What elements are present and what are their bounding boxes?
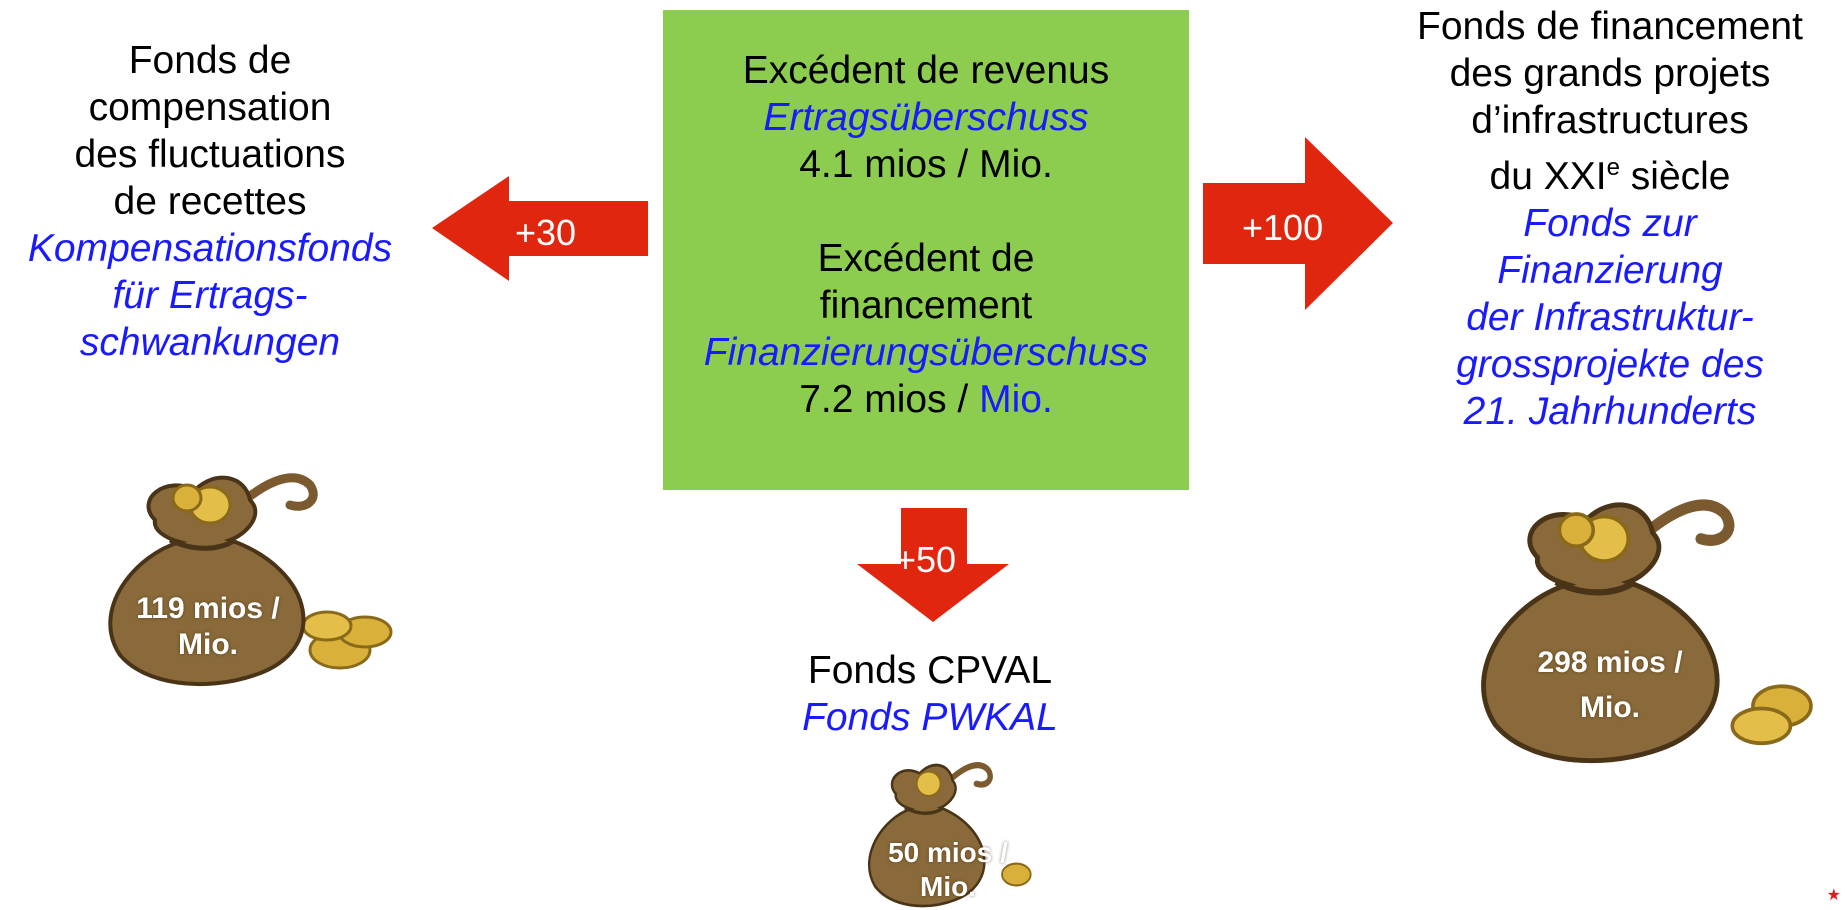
down-arrow-label: +50 bbox=[895, 539, 957, 580]
financing-surplus-de: Finanzierungsüberschuss bbox=[703, 331, 1149, 374]
financing-surplus-amount-unit: Mio. bbox=[979, 378, 1053, 421]
down-arrow-icon bbox=[857, 508, 1009, 622]
right-fund-century-sup: e bbox=[1606, 154, 1620, 181]
bottom-fund-fr: Fonds CPVAL bbox=[807, 649, 1053, 692]
right-fund-de-line: 21. Jahrhunderts bbox=[1463, 390, 1757, 433]
revenue-surplus-fr: Excédent de revenus bbox=[742, 49, 1110, 92]
left-arrow-icon bbox=[432, 176, 648, 281]
bottom-fund-description: Fonds CPVAL Fonds PWKAL bbox=[740, 647, 1120, 741]
revenue-surplus-de: Ertragsüberschuss bbox=[763, 96, 1089, 139]
financing-surplus-fr-2: financement bbox=[819, 284, 1033, 327]
money-bag-icon bbox=[1481, 499, 1813, 764]
left-fund-de-line: schwankungen bbox=[79, 321, 341, 364]
money-bag-icon bbox=[868, 762, 1032, 908]
right-fund-amount: 298 mios / Mio. bbox=[1537, 646, 1683, 724]
financing-surplus-fr-1: Excédent de bbox=[817, 237, 1035, 280]
right-arrow-label: +100 bbox=[1242, 207, 1324, 248]
bottom-fund-amount: 50 mios / Mio. bbox=[888, 837, 1008, 902]
right-fund-description: Fonds de financement des grands projets … bbox=[1375, 3, 1845, 435]
right-fund-century-suffix: siècle bbox=[1619, 155, 1731, 198]
money-bag-icon bbox=[108, 473, 393, 687]
left-fund-fr-line: compensation bbox=[88, 86, 332, 129]
right-fund-fr-line: d’infrastructures bbox=[1471, 99, 1749, 142]
revenue-surplus-amount: 4.1 mios / Mio. bbox=[799, 143, 1053, 186]
left-fund-fr-line: des fluctuations bbox=[74, 133, 346, 176]
right-fund-century-prefix: du XXI bbox=[1489, 155, 1607, 198]
financing-surplus-amount-value: 7.2 mios / bbox=[799, 378, 980, 421]
left-arrow-label: +30 bbox=[515, 212, 577, 253]
left-fund-fr-line: Fonds de bbox=[128, 39, 292, 82]
center-summary-box: Excédent de revenus Ertragsüberschuss 4.… bbox=[663, 10, 1189, 490]
star-icon: ★ bbox=[1826, 887, 1841, 904]
left-fund-description: Fonds de compensation des fluctuations d… bbox=[0, 37, 420, 366]
financing-surplus-amount: 7.2 mios / Mio. bbox=[663, 376, 1189, 423]
right-arrow-icon bbox=[1203, 137, 1393, 310]
right-fund-de-line: Finanzierung bbox=[1497, 249, 1723, 292]
right-fund-fr-line: Fonds de financement bbox=[1417, 5, 1803, 48]
right-fund-de-line: grossprojekte des bbox=[1456, 343, 1764, 386]
bottom-fund-de: Fonds PWKAL bbox=[802, 696, 1058, 739]
right-fund-de-line: Fonds zur bbox=[1523, 202, 1697, 245]
left-fund-amount: 119 mios / Mio. bbox=[136, 592, 280, 661]
right-fund-century-line: du XXIe siècle bbox=[1375, 144, 1845, 200]
left-fund-de-line: Kompensationsfonds bbox=[27, 227, 393, 270]
left-fund-fr-line: de recettes bbox=[113, 180, 307, 223]
left-fund-de-line: für Ertrags- bbox=[112, 274, 308, 317]
right-fund-de-line: der Infrastruktur- bbox=[1466, 296, 1754, 339]
right-fund-fr-line: des grands projets bbox=[1449, 52, 1771, 95]
